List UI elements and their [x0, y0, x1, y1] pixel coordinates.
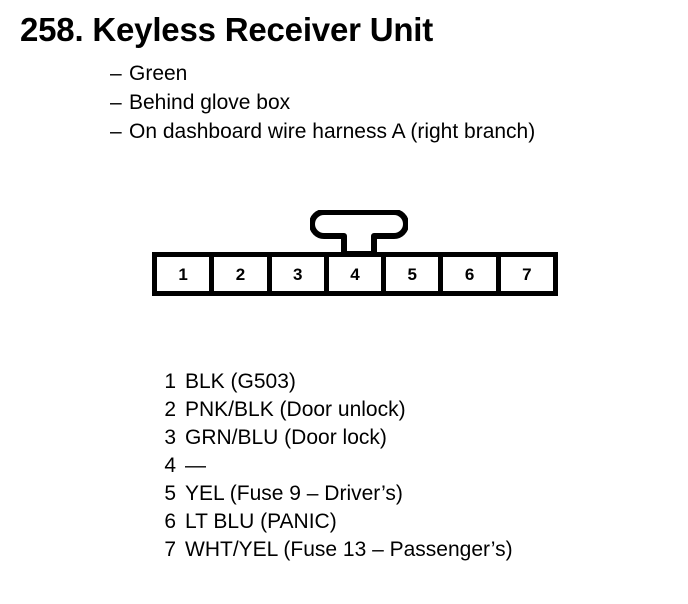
description-item: –On dashboard wire harness A (right bran…	[110, 117, 670, 146]
dash-bullet-icon: –	[110, 62, 122, 85]
pin-legend-number: 2	[164, 398, 176, 421]
pin-legend-number: 7	[164, 538, 176, 561]
pin-legend-number: 5	[164, 482, 176, 505]
description-item: –Green	[110, 59, 670, 88]
pin-legend-row: 6 LT BLU (PANIC)	[160, 508, 660, 536]
pin-legend-number: 6	[164, 510, 176, 533]
description-item: –Behind glove box	[110, 88, 670, 117]
description-text: Green	[129, 62, 188, 85]
connector-pin-row: 1 2 3 4 5 6 7	[152, 252, 558, 296]
dash-bullet-icon: –	[110, 120, 122, 143]
pin-cell-2: 2	[214, 257, 267, 291]
page-title: 258. Keyless Receiver Unit	[20, 11, 434, 48]
pin-cell-7: 7	[500, 257, 553, 291]
description-text: On dashboard wire harness A (right branc…	[129, 120, 536, 143]
pin-legend-label: PNK/BLK (Door unlock)	[185, 398, 406, 421]
pin-legend-label: GRN/BLU (Door lock)	[185, 426, 387, 449]
pin-cell-6: 6	[443, 257, 496, 291]
description-list: –Green –Behind glove box –On dashboard w…	[110, 59, 670, 146]
pin-legend-number: 3	[164, 426, 176, 449]
pin-legend-label: LT BLU (PANIC)	[185, 510, 337, 533]
dash-bullet-icon: –	[110, 91, 122, 114]
pin-legend-number: 4	[164, 454, 176, 477]
pin-legend-row: 3 GRN/BLU (Door lock)	[160, 424, 660, 452]
pin-legend-list: 1 BLK (G503) 2 PNK/BLK (Door unlock) 3 G…	[160, 368, 660, 564]
pin-cell-5: 5	[386, 257, 439, 291]
pin-legend-label: BLK (G503)	[185, 370, 296, 393]
pin-cell-3: 3	[271, 257, 324, 291]
header-block: 258. Keyless Receiver Unit –Green –Behin…	[20, 10, 670, 146]
pin-legend-row: 2 PNK/BLK (Door unlock)	[160, 396, 660, 424]
pin-cell-1: 1	[157, 257, 210, 291]
description-text: Behind glove box	[129, 91, 291, 114]
connector-latch-icon	[310, 210, 408, 254]
pin-cell-4: 4	[328, 257, 382, 291]
pin-legend-row: 4 —	[160, 452, 660, 480]
pin-legend-row: 7 WHT/YEL (Fuse 13 – Passenger’s)	[160, 536, 660, 564]
connector-diagram: 1 2 3 4 5 6 7	[152, 210, 558, 300]
pin-legend-row: 1 BLK (G503)	[160, 368, 660, 396]
pin-legend-label: —	[185, 454, 206, 477]
pin-legend-row: 5 YEL (Fuse 9 – Driver’s)	[160, 480, 660, 508]
pin-legend-label: YEL (Fuse 9 – Driver’s)	[185, 482, 403, 505]
pin-legend-number: 1	[164, 370, 176, 393]
pin-legend-label: WHT/YEL (Fuse 13 – Passenger’s)	[185, 538, 513, 561]
